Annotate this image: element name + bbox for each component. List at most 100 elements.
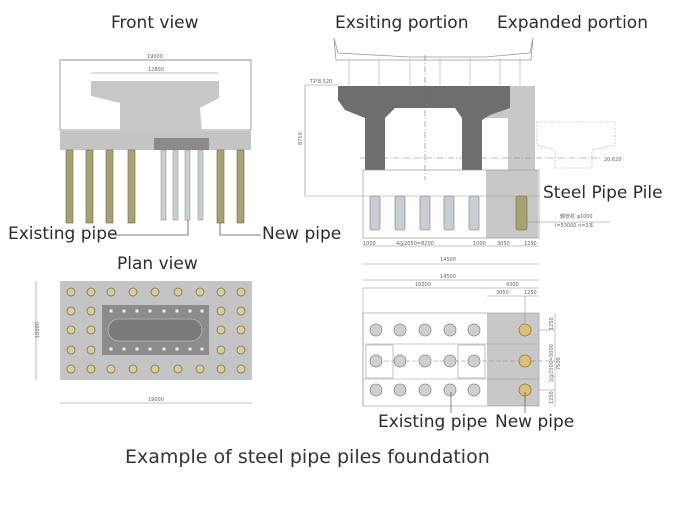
pile (105, 149, 114, 224)
section-existing-piles (369, 195, 480, 231)
existing-pile (369, 323, 383, 337)
existing-pile (467, 354, 481, 368)
pile (175, 309, 179, 313)
pile (236, 287, 246, 297)
new-pile (518, 323, 532, 337)
pile (443, 195, 455, 231)
pile (122, 309, 126, 313)
front-pier (91, 81, 219, 132)
pile (127, 149, 136, 224)
pile (135, 309, 139, 313)
pile (128, 287, 138, 297)
pile (394, 195, 406, 231)
pile-note-2: l=53000 n=3本 (555, 222, 594, 229)
pile (86, 364, 96, 374)
pile (216, 345, 226, 355)
pile (150, 287, 160, 297)
existing-pile (418, 323, 432, 337)
ps-dim-side-mid: 2@2500=5000 (549, 344, 555, 382)
plan-new-pipe-label: New pipe (495, 412, 575, 432)
plan-existing-piles (109, 309, 204, 351)
section-footing (362, 169, 540, 239)
front-existing-pipe-label: Existing pipe (8, 224, 118, 244)
figure-caption: Example of steel pipe piles foundation (125, 446, 490, 468)
level-mark: T.P.8.520 (309, 79, 332, 85)
pile (173, 287, 183, 297)
pile (66, 287, 76, 297)
ps-dim-sub-2: 1250 (524, 290, 537, 296)
pile (200, 347, 204, 351)
pile (66, 345, 76, 355)
future-section (536, 121, 616, 169)
pile (173, 364, 183, 374)
pile (86, 325, 96, 335)
plan-new-piles (66, 287, 246, 374)
existing-pile (443, 354, 457, 368)
ps-old-cap (365, 344, 394, 379)
vertical-dim: 8710 (298, 132, 304, 145)
existing-pile (467, 323, 481, 337)
front-new-cap (154, 138, 209, 150)
expanded-portion-label: Expanded portion (497, 13, 648, 33)
steel-pipe-pile-label: Steel Pipe Pile (543, 183, 663, 203)
ps-dim-side-total: 7500 (556, 357, 562, 370)
existing-pile (443, 323, 457, 337)
pile (66, 364, 76, 374)
pile (369, 195, 381, 231)
pile (188, 309, 192, 313)
plan-dim-height: 10000 (35, 322, 41, 338)
front-dim-top: 12800 (148, 67, 164, 73)
pile (162, 347, 166, 351)
front-existing-leader (110, 220, 189, 236)
pile (162, 309, 166, 313)
pile (128, 364, 138, 374)
existing-pile (393, 383, 407, 397)
ground-mark: 20.620 (604, 157, 622, 163)
plan-section: 14500 10200 4300 3050 1250 1250 2@2500=5… (362, 274, 562, 413)
pile (122, 347, 126, 351)
pile (109, 347, 113, 351)
dim-3: 1000 (473, 241, 486, 247)
dim-1: 1000 (363, 241, 376, 247)
plan-existing-pipe-label: Existing pipe (378, 412, 488, 432)
pile (216, 364, 226, 374)
front-new-pipe-label: New pipe (262, 224, 342, 244)
pile (86, 306, 96, 316)
existing-pile (369, 383, 383, 397)
pile (216, 325, 226, 335)
dim-4: 3050 (497, 241, 510, 247)
pile (135, 347, 139, 351)
pile (236, 149, 245, 224)
existing-pile (393, 323, 407, 337)
pile (160, 149, 167, 221)
front-view-title: Front view (111, 13, 199, 33)
plan-dim-width: 19000 (148, 397, 164, 403)
pile (236, 364, 246, 374)
pile (150, 364, 160, 374)
pile (86, 287, 96, 297)
pile (197, 149, 204, 221)
plan-view-title: Plan view (117, 254, 198, 274)
pile (106, 364, 116, 374)
deck-supports (348, 58, 521, 85)
ps-dim-existing: 10200 (415, 282, 431, 288)
pile (236, 325, 246, 335)
ps-piles (369, 323, 532, 397)
front-new-piles (65, 149, 245, 224)
pile (216, 306, 226, 316)
front-new-leader (219, 223, 261, 236)
existing-pile (418, 383, 432, 397)
front-dim-total: 19000 (147, 54, 163, 60)
deck-outline (333, 37, 534, 61)
existing-pile (443, 383, 457, 397)
pile (86, 345, 96, 355)
pile (148, 309, 152, 313)
existing-pile (369, 354, 383, 368)
ps-dim-total: 14500 (440, 274, 456, 280)
pile (172, 149, 179, 221)
pile-note-1: 鋼管杭 φ1000 (560, 213, 593, 220)
dim-5: 1250 (524, 241, 537, 247)
pile (195, 364, 205, 374)
existing-portion-label: Exsiting portion (335, 13, 469, 33)
ps-dim-side-top: 1250 (549, 317, 555, 330)
